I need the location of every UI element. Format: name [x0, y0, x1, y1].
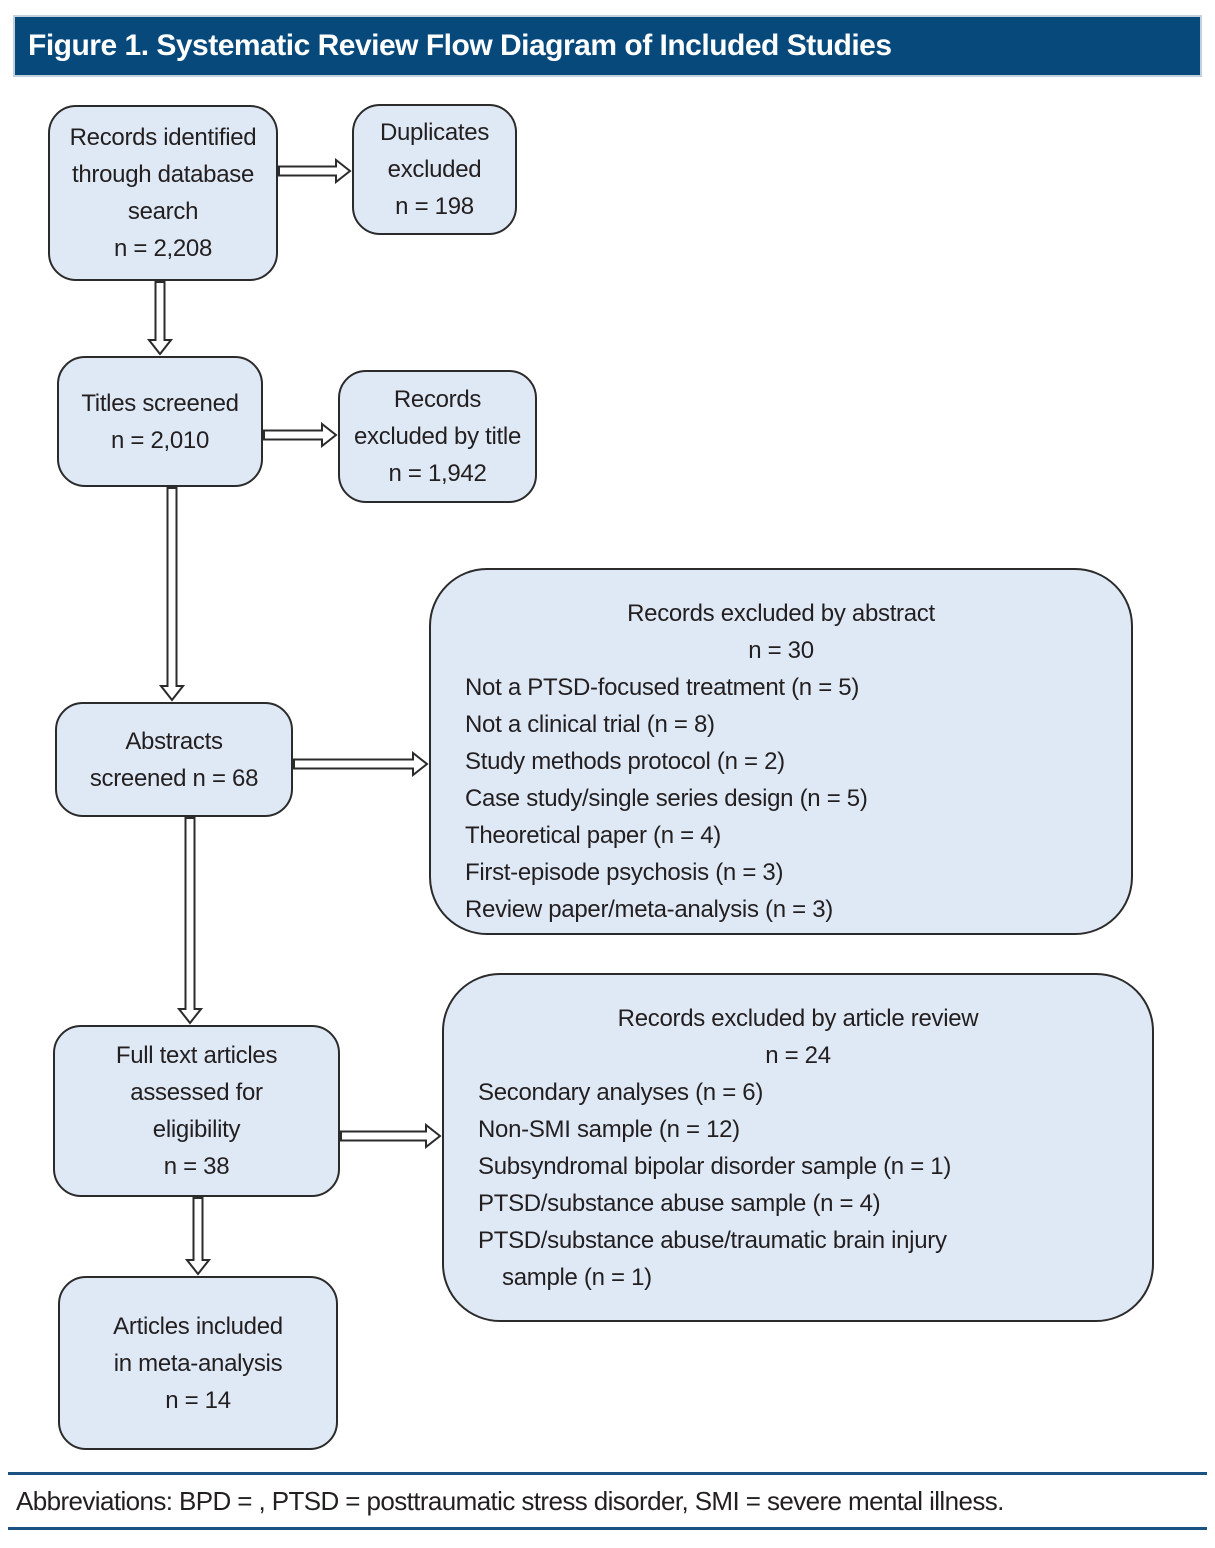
arrow-full-text-to-articles-included: [185, 1197, 211, 1276]
box-full-text-assessed: Full text articles assessed for eligibil…: [53, 1025, 340, 1197]
box-line: excluded by title: [354, 418, 521, 455]
box-line: excluded: [388, 151, 482, 188]
box-line: Records: [394, 381, 481, 418]
box-line: Titles screened: [81, 385, 238, 422]
box-line: through database: [72, 156, 254, 193]
box-excluded-by-abstract: Records excluded by abstract n = 30 Not …: [429, 568, 1133, 935]
box-records-identified: Records identified through database sear…: [48, 105, 278, 281]
arrow-abstracts-to-excluded-by-abstract: [293, 751, 429, 777]
box-line: Full text articles: [116, 1037, 277, 1074]
exclusion-count: n = 24: [444, 1037, 1152, 1074]
box-count: n = 14: [165, 1382, 231, 1419]
exclusion-reason: Case study/single series design (n = 5): [465, 780, 1105, 817]
box-count: screened n = 68: [90, 760, 258, 797]
arrow-titles-to-excluded-by-title: [263, 422, 338, 448]
arrow-abstracts-to-full-text: [177, 817, 203, 1025]
exclusion-reason: Not a PTSD-focused treatment (n = 5): [465, 669, 1105, 706]
box-count: n = 2,208: [114, 230, 212, 267]
exclusion-heading: Records excluded by abstract: [431, 595, 1131, 632]
box-titles-screened: Titles screened n = 2,010: [57, 356, 263, 487]
exclusion-reason: Secondary analyses (n = 6): [478, 1074, 1126, 1111]
box-line: Articles included: [113, 1308, 283, 1345]
exclusion-reason: Study methods protocol (n = 2): [465, 743, 1105, 780]
box-count: n = 198: [395, 188, 474, 225]
box-line: in meta-analysis: [114, 1345, 283, 1382]
figure-title: Figure 1. Systematic Review Flow Diagram…: [28, 29, 892, 63]
exclusion-reason: Subsyndromal bipolar disorder sample (n …: [478, 1148, 1126, 1185]
exclusion-reason: Not a clinical trial (n = 8): [465, 706, 1105, 743]
box-line: Records identified: [70, 119, 257, 156]
exclusion-reason: First-episode psychosis (n = 3): [465, 854, 1105, 891]
exclusion-reasons-list: Not a PTSD-focused treatment (n = 5) Not…: [431, 669, 1131, 928]
arrow-records-to-duplicates: [278, 158, 352, 184]
box-line: search: [128, 193, 198, 230]
arrow-titles-to-abstracts: [159, 487, 185, 702]
box-count: n = 2,010: [111, 422, 209, 459]
exclusion-reasons-list: Secondary analyses (n = 6) Non-SMI sampl…: [444, 1074, 1152, 1296]
arrow-records-to-titles: [147, 281, 173, 356]
exclusion-heading: Records excluded by article review: [444, 1000, 1152, 1037]
box-abstracts-screened: Abstracts screened n = 68: [55, 702, 293, 817]
box-line: Duplicates: [380, 114, 489, 151]
exclusion-reason: PTSD/substance abuse/traumatic brain inj…: [478, 1222, 1126, 1296]
box-excluded-by-title: Records excluded by title n = 1,942: [338, 370, 537, 503]
exclusion-reason: Non-SMI sample (n = 12): [478, 1111, 1126, 1148]
box-count: n = 1,942: [388, 455, 486, 492]
abbreviations-note: Abbreviations: BPD = , PTSD = posttrauma…: [16, 1486, 1004, 1517]
box-line: assessed for: [130, 1074, 262, 1111]
divider-top: [8, 1472, 1207, 1475]
exclusion-reason: Review paper/meta-analysis (n = 3): [465, 891, 1105, 928]
exclusion-reason: PTSD/substance abuse sample (n = 4): [478, 1185, 1126, 1222]
divider-bottom: [8, 1527, 1207, 1530]
arrow-full-text-to-excluded-by-article: [340, 1123, 442, 1149]
box-excluded-by-article-review: Records excluded by article review n = 2…: [442, 973, 1154, 1322]
box-duplicates-excluded: Duplicates excluded n = 198: [352, 104, 517, 235]
box-line: eligibility: [153, 1111, 240, 1148]
exclusion-count: n = 30: [431, 632, 1131, 669]
box-count: n = 38: [164, 1148, 230, 1185]
box-articles-included: Articles included in meta-analysis n = 1…: [58, 1276, 338, 1450]
box-line: Abstracts: [125, 723, 222, 760]
exclusion-reason: Theoretical paper (n = 4): [465, 817, 1105, 854]
figure-title-bar: Figure 1. Systematic Review Flow Diagram…: [13, 15, 1202, 77]
